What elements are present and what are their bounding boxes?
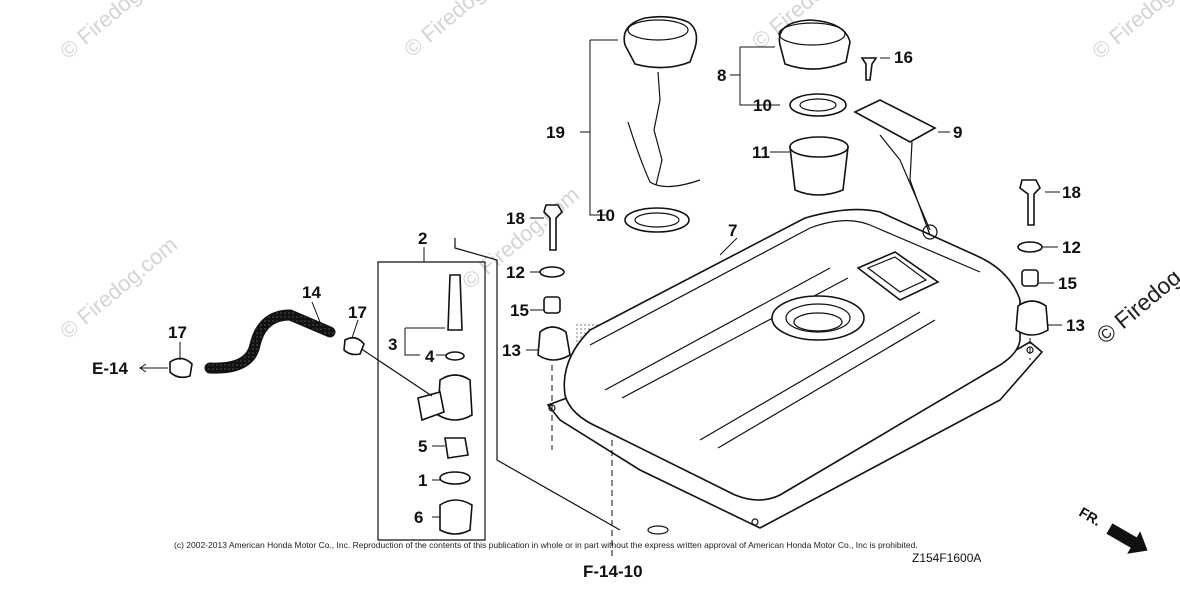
watermark: © Firedog.com xyxy=(1092,232,1180,349)
callout-10-left: 10 xyxy=(596,206,615,225)
callout-11: 11 xyxy=(752,143,770,162)
watermark: © Firedog.com xyxy=(55,0,182,64)
watermark: © Firedog.com xyxy=(399,0,526,62)
callout-13-right: 13 xyxy=(1066,316,1085,335)
callout-14: 14 xyxy=(302,283,321,302)
callout-12-left: 12 xyxy=(506,263,525,282)
reference-f-14-10: F-14-10 xyxy=(583,562,643,581)
callout-17-left: 17 xyxy=(168,323,187,342)
callout-12-right: 12 xyxy=(1062,238,1081,257)
callout-7: 7 xyxy=(728,221,737,240)
callout-2: 2 xyxy=(418,229,427,248)
callout-3: 3 xyxy=(388,335,397,354)
fuel-cap-with-chain xyxy=(623,15,701,233)
watermark: © Firedog.com xyxy=(55,232,182,344)
callout-15-right: 15 xyxy=(1058,274,1077,293)
callout-15-left: 15 xyxy=(510,301,529,320)
copyright-notice: (c) 2002-2013 American Honda Motor Co., … xyxy=(174,540,918,550)
callout-6: 6 xyxy=(414,508,423,527)
callout-19: 19 xyxy=(546,123,565,142)
callout-18-left: 18 xyxy=(506,209,525,228)
callout-18-right: 18 xyxy=(1062,183,1081,202)
left-mount-hardware xyxy=(537,204,571,450)
front-label: FR. xyxy=(1077,504,1105,529)
callout-10-right: 10 xyxy=(753,96,772,115)
right-mount-hardware xyxy=(1015,179,1049,360)
front-direction-indicator: FR. xyxy=(1077,504,1148,554)
leader-lines xyxy=(139,39,1062,560)
callout-9: 9 xyxy=(953,123,962,142)
fuel-cap-strainer-assembly xyxy=(778,19,851,196)
fuel-hose xyxy=(169,309,365,379)
reference-e-14: E-14 xyxy=(92,359,128,378)
callout-16: 16 xyxy=(894,48,913,67)
callout-17-right: 17 xyxy=(348,303,367,322)
fuel-valve-assembly xyxy=(359,238,621,541)
fuel-tank xyxy=(546,208,1044,535)
diagram-code: Z154F1600A xyxy=(912,551,981,565)
gauge-bracket xyxy=(853,57,938,240)
callout-5: 5 xyxy=(418,437,427,456)
watermark: © Firedog.com xyxy=(1087,0,1180,64)
callout-13-left: 13 xyxy=(502,341,521,360)
callout-4: 4 xyxy=(425,347,435,366)
callout-numbers: 1 2 3 4 5 6 7 8 9 10 10 11 12 12 13 13 1… xyxy=(168,48,1085,527)
callout-1: 1 xyxy=(418,471,427,490)
callout-8: 8 xyxy=(717,66,726,85)
